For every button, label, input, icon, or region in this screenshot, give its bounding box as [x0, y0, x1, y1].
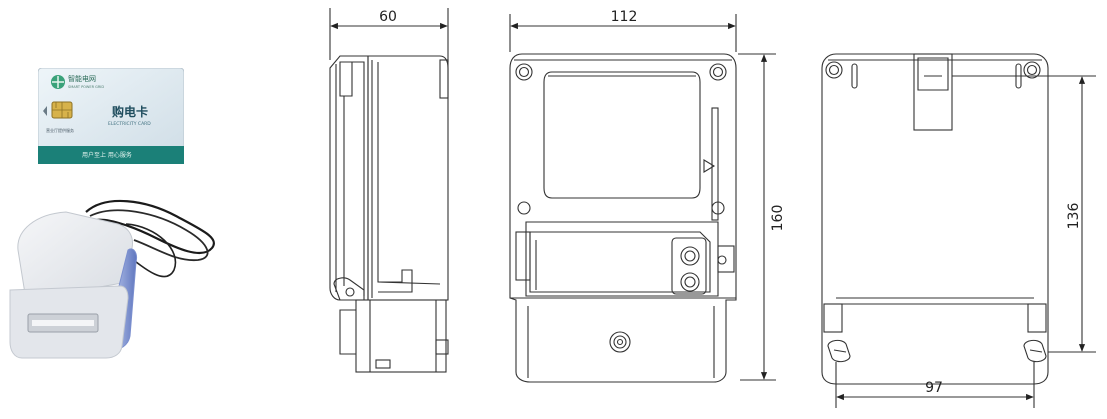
- electricity-card-photo: 智能电网 SMART POWER GRID 购电卡 ELECTRICITY CA…: [38, 68, 184, 164]
- electricity-card: 智能电网 SMART POWER GRID 购电卡 ELECTRICITY CA…: [38, 68, 184, 164]
- dim-side-width: 60: [379, 9, 397, 25]
- dim-rear-height: 136: [1066, 203, 1082, 230]
- card-footer-text: 用户至上 用心服务: [82, 151, 132, 159]
- card-logo-text: 智能电网: [68, 74, 96, 83]
- card-subtitle: ELECTRICITY CARD: [108, 121, 151, 127]
- card-reader: [9, 199, 215, 359]
- rear-view: [821, 53, 1096, 408]
- dim-front-width: 112: [611, 9, 638, 25]
- card-logo-sub: SMART POWER GRID: [68, 85, 104, 89]
- card-title: 购电卡: [112, 104, 148, 119]
- dim-rear-width: 97: [925, 380, 943, 396]
- dim-front-height: 160: [770, 205, 786, 232]
- card-note: 营业厅提供服务: [46, 127, 74, 133]
- side-view: [329, 8, 449, 373]
- card-reader-photo: [6, 190, 226, 366]
- front-view: [509, 14, 776, 383]
- usb-cable: [85, 199, 215, 255]
- card-footer-band: [38, 146, 184, 164]
